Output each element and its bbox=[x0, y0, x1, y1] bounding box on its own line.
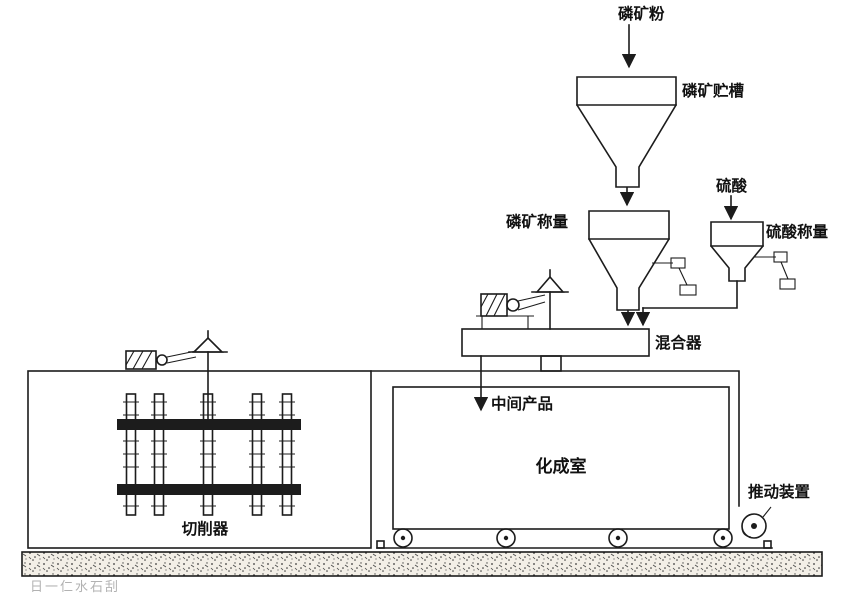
curing-chamber-box bbox=[392, 386, 730, 530]
sulfuric-load-cell bbox=[754, 251, 796, 290]
acid-pipe bbox=[642, 280, 738, 309]
cutter-motor-pulley bbox=[156, 354, 168, 366]
slat-teeth-4 bbox=[249, 401, 265, 507]
rail bbox=[376, 540, 773, 549]
cutter-motor-body bbox=[125, 350, 157, 370]
slat-teeth-5 bbox=[279, 401, 295, 507]
cutter-housing bbox=[27, 370, 372, 549]
structure-frame bbox=[27, 370, 740, 549]
weighing-hopper-outline bbox=[588, 210, 670, 311]
slat-teeth-2 bbox=[151, 401, 167, 507]
cutter: 切削器 bbox=[117, 330, 301, 538]
cutter-crossbar-bottom bbox=[117, 484, 301, 495]
cutter-crossbar-top bbox=[117, 419, 301, 430]
cutter-drive bbox=[125, 330, 228, 423]
mixer-label: 混合器 bbox=[655, 333, 702, 352]
sulfuric-weighing-label: 硫酸称量 bbox=[766, 222, 829, 241]
mixer: 混合器 bbox=[461, 328, 702, 372]
slat-teeth-1 bbox=[123, 401, 139, 507]
storage-hopper-outline bbox=[576, 76, 677, 188]
intermediate-product-label: 中间产品 bbox=[491, 394, 553, 413]
ground-band bbox=[21, 551, 823, 577]
phosphate-weighing-label: 磷矿称量 bbox=[506, 212, 569, 231]
mixer-motor bbox=[476, 269, 569, 330]
pushing-device: 推动装置 bbox=[741, 482, 810, 539]
sulfuric-acid-label: 硫酸 bbox=[716, 176, 748, 195]
mixer-body bbox=[461, 328, 650, 357]
phosphate-storage-hopper: 磷矿贮槽 bbox=[576, 76, 745, 188]
phosphate-weighing-hopper: 磷矿称量 bbox=[506, 210, 697, 311]
watermark: 日一仁水石刮 bbox=[30, 579, 120, 594]
phosphate-powder-label: 磷矿粉 bbox=[618, 4, 665, 23]
rail-stop-left bbox=[376, 540, 385, 549]
right-frame bbox=[370, 370, 740, 507]
phosphate-load-cell bbox=[652, 257, 697, 296]
intermediate-product: 中间产品 bbox=[473, 355, 553, 413]
feed-pipes-to-mixer bbox=[620, 280, 738, 327]
rail-stop-right bbox=[763, 540, 772, 549]
mixer-support bbox=[540, 355, 562, 372]
sulfuric-acid-feed: 硫酸 bbox=[716, 176, 748, 221]
chamber-wheels bbox=[393, 528, 733, 548]
phosphate-storage-label: 磷矿贮槽 bbox=[682, 81, 745, 100]
sulfuric-weighing-hopper: 硫酸称量 bbox=[710, 221, 829, 290]
phosphate-powder-feed: 磷矿粉 bbox=[618, 4, 665, 69]
cutter-label: 切削器 bbox=[182, 519, 229, 538]
sulfuric-hopper-outline bbox=[710, 221, 764, 282]
curing-chamber: 化成室 bbox=[392, 386, 733, 548]
pushing-device-label: 推动装置 bbox=[748, 482, 810, 501]
agitator bbox=[531, 269, 569, 330]
curing-chamber-label: 化成室 bbox=[536, 456, 587, 476]
motor-pulley bbox=[506, 298, 520, 312]
